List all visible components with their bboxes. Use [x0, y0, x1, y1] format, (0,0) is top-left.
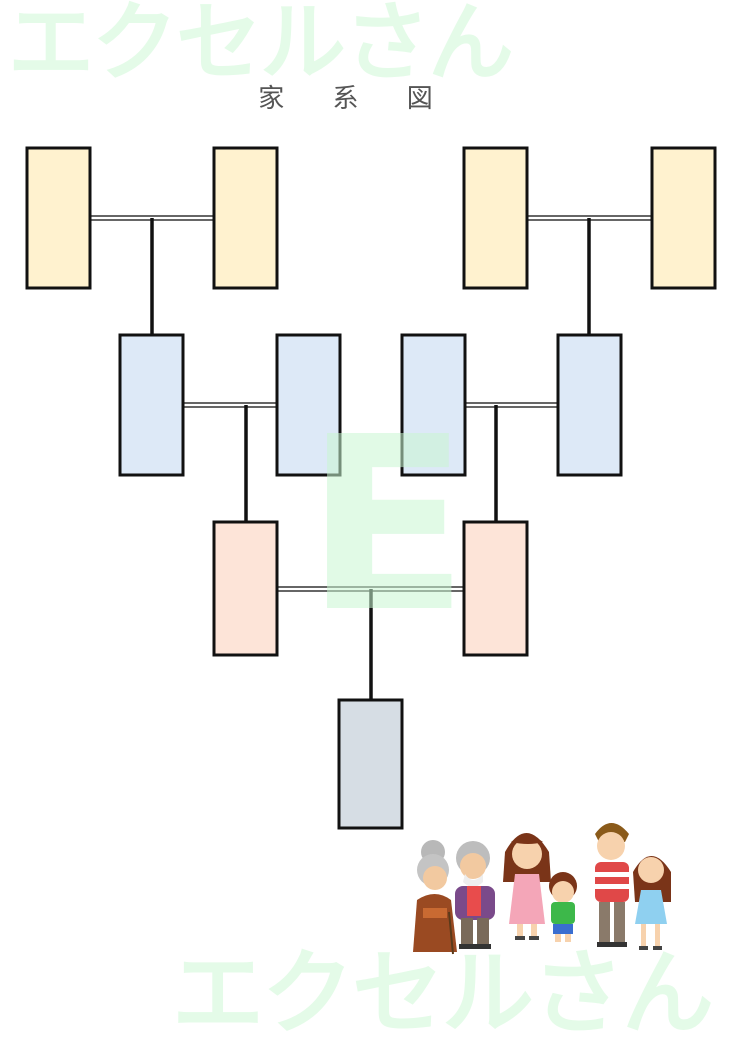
box-parent-4[interactable] — [556, 333, 623, 477]
son-figure — [549, 872, 577, 942]
watermark-bottom: エクセルさん — [172, 940, 714, 1047]
connector-grandparents-left — [90, 215, 214, 335]
connector-parents-right — [464, 402, 558, 522]
box-parent-3[interactable] — [400, 333, 467, 477]
box-child[interactable] — [337, 698, 404, 830]
box-grandparent-4[interactable] — [650, 146, 717, 290]
connector-grandparents-right — [527, 215, 652, 335]
box-grandparent-3[interactable] — [462, 146, 529, 290]
grandfather-figure — [455, 841, 495, 949]
watermark-top: エクセルさん — [8, 0, 514, 93]
page-title: 家 系 図 — [258, 84, 453, 114]
box-self-2[interactable] — [462, 520, 529, 657]
mother-figure — [503, 833, 551, 940]
box-grandparent-1[interactable] — [25, 146, 92, 290]
daughter-figure — [633, 856, 671, 950]
box-parent-1[interactable] — [118, 333, 185, 477]
box-self-1[interactable] — [212, 520, 279, 657]
grandmother-figure — [413, 840, 457, 955]
father-figure — [595, 823, 629, 947]
family-illustration — [413, 823, 671, 955]
connector-parents-left — [183, 402, 277, 522]
connector-couple — [277, 586, 464, 700]
watermark-logo: E — [305, 385, 469, 665]
box-grandparent-2[interactable] — [212, 146, 279, 290]
box-parent-2[interactable] — [275, 333, 342, 477]
